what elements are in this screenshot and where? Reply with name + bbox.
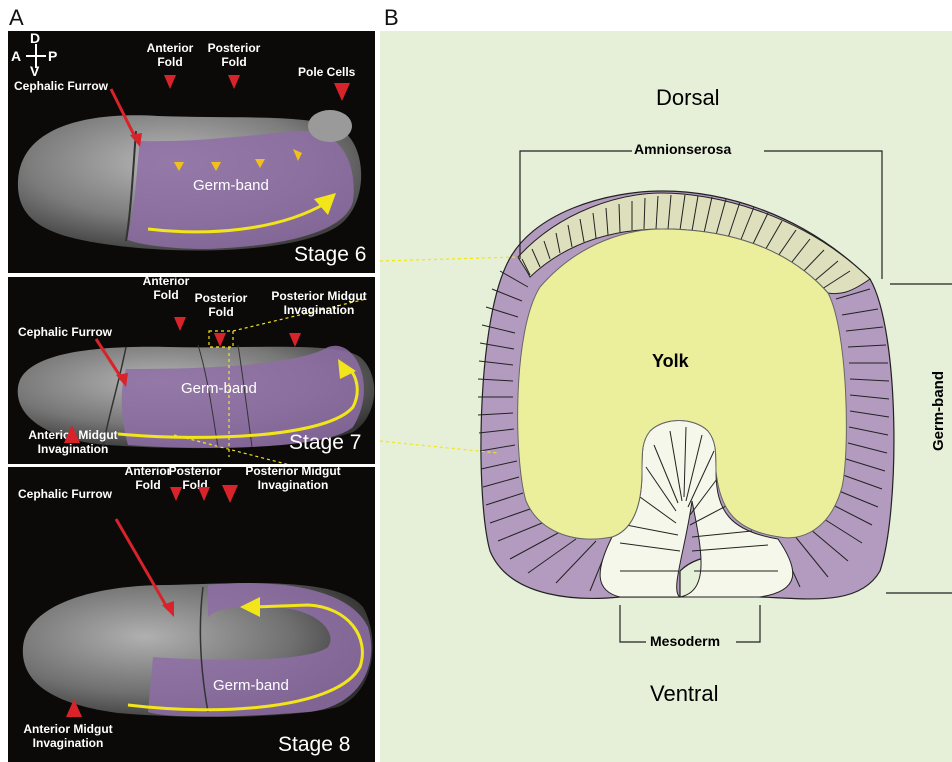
amnioserosa-label: Amnionserosa bbox=[634, 141, 731, 157]
stage7-posterior-midgut-label: Posterior Midgut Invagination bbox=[264, 289, 374, 317]
stage6-germ-band-label: Germ-band bbox=[193, 177, 269, 194]
stage6-micrograph: D A P V Cephalic Furrow Anterior Fold Po… bbox=[8, 31, 375, 273]
panel-b-letter: B bbox=[384, 5, 399, 31]
stage7-posterior-midgut-marker bbox=[289, 333, 301, 347]
stage8-posterior-midgut-marker bbox=[222, 485, 238, 503]
stage6-posterior-fold-marker bbox=[228, 75, 240, 89]
stage8-anterior-fold-label: Anterior Fold bbox=[118, 467, 178, 492]
stage7-anterior-midgut-marker bbox=[64, 425, 80, 443]
stage8-posterior-fold-marker bbox=[198, 487, 210, 501]
stage8-anterior-midgut-label: Anterior Midgut Invagination bbox=[13, 722, 123, 750]
axis-ventral-label: V bbox=[30, 64, 39, 78]
stage8-posterior-midgut-label: Posterior Midgut Invagination bbox=[238, 467, 348, 492]
cross-section-panel: Dorsal Amnionserosa Yolk Germ-band Mesod… bbox=[380, 31, 952, 762]
stage6-anterior-fold-label: Anterior Fold bbox=[140, 41, 200, 69]
axis-posterior-label: P bbox=[48, 49, 57, 63]
stage6-anterior-fold-marker bbox=[164, 75, 176, 89]
axis-anterior-label: A bbox=[11, 49, 21, 63]
dorsal-label: Dorsal bbox=[656, 85, 720, 111]
stage6-pole-cells-label: Pole Cells bbox=[298, 65, 355, 79]
panel-a-letter: A bbox=[9, 5, 24, 31]
stage7-posterior-fold-marker bbox=[214, 333, 226, 347]
stage7-cephalic-furrow-label: Cephalic Furrow bbox=[18, 325, 112, 339]
stage7-anterior-fold-marker bbox=[174, 317, 186, 331]
yolk-label: Yolk bbox=[652, 351, 689, 372]
stage8-anterior-midgut-marker bbox=[66, 699, 82, 717]
stage8-embryo-drawing bbox=[8, 467, 375, 762]
stage8-anterior-fold-marker bbox=[170, 487, 182, 501]
stage6-pole-cells-marker bbox=[334, 83, 350, 101]
axis-dorsal-label: D bbox=[30, 31, 40, 45]
mesoderm-label: Mesoderm bbox=[650, 633, 720, 649]
stage7-germ-band-label: Germ-band bbox=[181, 380, 257, 397]
ventral-label: Ventral bbox=[650, 681, 719, 707]
stage7-stage-label: Stage 7 bbox=[289, 431, 361, 455]
stage8-germ-band-label: Germ-band bbox=[213, 677, 289, 694]
stage6-posterior-fold-label: Posterior Fold bbox=[204, 41, 264, 69]
stage8-micrograph: Posterior Fold Anterior Fold Posterior M… bbox=[8, 467, 375, 762]
stage7-posterior-fold-label: Posterior Fold bbox=[191, 291, 251, 319]
stage8-cephalic-furrow-label: Cephalic Furrow bbox=[18, 487, 112, 501]
stage8-stage-label: Stage 8 bbox=[278, 733, 350, 757]
stage6-stage-label: Stage 6 bbox=[294, 243, 366, 267]
stage7-micrograph: Anterior Fold Posterior Fold Posterior M… bbox=[8, 277, 375, 464]
stage6-cephalic-furrow-label: Cephalic Furrow bbox=[14, 79, 108, 93]
germ-band-label: Germ-band bbox=[930, 371, 947, 451]
stage7-anterior-fold-label: Anterior Fold bbox=[136, 277, 196, 302]
